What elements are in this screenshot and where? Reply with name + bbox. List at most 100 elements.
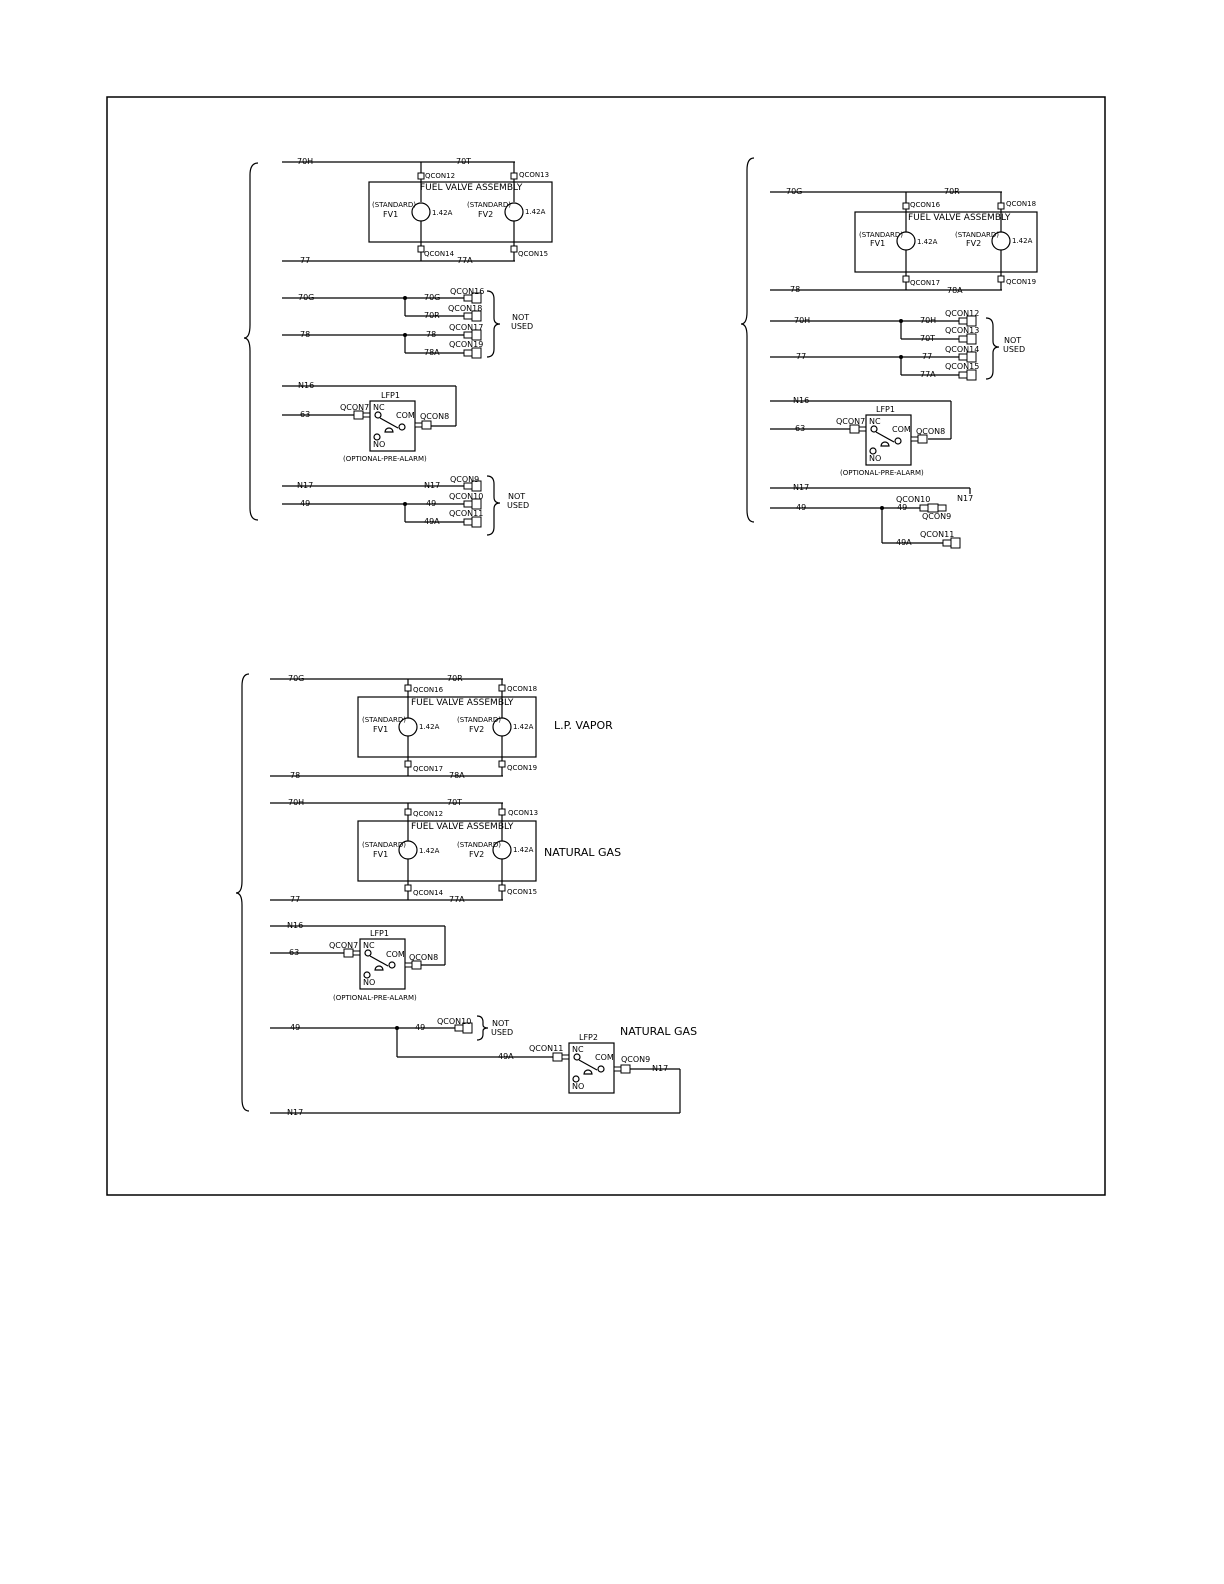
qcon13-label-b: QCON13 [945, 326, 979, 335]
fv2-standard-label-c: (STANDARD) [457, 716, 501, 724]
fv2-amp-label-d: 1.42A [513, 846, 534, 854]
wire-label-n16-c: N16 [287, 921, 303, 930]
not-used-label-1: NOT [512, 313, 529, 322]
wire-label-70h-c: 70H [920, 316, 936, 325]
wire-label-49-b: 49 [426, 499, 436, 508]
panel-top-right: 70G 70R QCON16 QCON18 FUEL VALVE ASSEMBL… [740, 157, 1038, 549]
natural-gas-label-2: NATURAL GAS [620, 1025, 697, 1038]
fv1-label: FV1 [383, 210, 398, 219]
lfp1-com-label-b: COM [892, 425, 911, 434]
qcon15-label-c: QCON15 [507, 888, 537, 896]
wire-label-77a-b: 77A [920, 370, 936, 379]
wire-label-n17-b: N17 [424, 481, 440, 490]
lfp1-label-c: LFP1 [370, 929, 389, 938]
qcon15-label-b: QCON15 [945, 362, 979, 371]
qcon11-label-c: QCON11 [529, 1044, 563, 1053]
wire-label-77a: 77A [457, 256, 473, 265]
fva-label-b: FUEL VALVE ASSEMBLY [908, 213, 1011, 223]
qcon9-label: QCON9 [450, 475, 479, 484]
wire-label-49-e: 49 [290, 1023, 300, 1032]
qcon7-label: QCON7 [340, 403, 369, 412]
not-used-label-3: NOT [508, 492, 525, 501]
qcon17-label-c: QCON17 [413, 765, 443, 773]
qcon8-label-c: QCON8 [409, 953, 438, 962]
lfp1-label: LFP1 [381, 391, 400, 400]
wire-label-49a-b: 49A [896, 538, 912, 547]
qcon18-label-b: QCON18 [1006, 200, 1036, 208]
qcon10-label-c: QCON10 [437, 1017, 471, 1026]
wire-label-n16: N16 [298, 381, 314, 390]
fv1-amp-label-c: 1.42A [419, 723, 440, 731]
wire-label-70t-b: 70T [920, 334, 935, 343]
fv1-standard-label: (STANDARD) [372, 201, 416, 209]
wire-label-n17-a: N17 [297, 481, 313, 490]
not-used-label-8: USED [491, 1028, 513, 1037]
prealarm-label-b: (OPTIONAL-PRE-ALARM) [840, 469, 924, 477]
not-used-label-5: NOT [1004, 336, 1021, 345]
qcon16-label-c: QCON16 [413, 686, 444, 694]
wire-label-78-d: 78 [290, 771, 300, 780]
wire-label-70r-c: 70R [447, 674, 463, 683]
fv2-standard-label-d: (STANDARD) [457, 841, 501, 849]
wire-label-n17-f: N17 [287, 1108, 303, 1117]
wire-label-n17-e: N17 [652, 1064, 668, 1073]
wire-label-63-c: 63 [289, 948, 299, 957]
lfp2-no-label: NO [572, 1082, 584, 1091]
qcon9-label-b: QCON9 [922, 512, 951, 521]
wire-label-49-d: 49 [897, 503, 907, 512]
fv1-label-d: FV1 [373, 850, 388, 859]
wire-label-70r-b: 70R [944, 187, 960, 196]
qcon17-label-b: QCON17 [910, 279, 940, 287]
wire-label-78a: 78A [424, 348, 440, 357]
wire-label-70h-d: 70H [288, 798, 304, 807]
fva-label-d: FUEL VALVE ASSEMBLY [411, 822, 514, 832]
lfp1-label-b: LFP1 [876, 405, 895, 414]
wire-label-49-a: 49 [300, 499, 310, 508]
wire-label-63-b: 63 [795, 424, 805, 433]
lfp1-no-label: NO [373, 440, 385, 449]
qcon19-label-b: QCON19 [1006, 278, 1036, 286]
wire-label-78-a: 78 [300, 330, 310, 339]
prealarm-label: (OPTIONAL-PRE-ALARM) [343, 455, 427, 463]
qcon17-label: QCON17 [449, 323, 483, 332]
fv1-amp-label: 1.42A [432, 209, 453, 217]
wire-label-70h-b: 70H [794, 316, 810, 325]
not-used-label-4: USED [507, 501, 529, 510]
wire-label-n17-d: N17 [957, 494, 973, 503]
qcon15-label: QCON15 [518, 250, 548, 258]
fva-label: FUEL VALVE ASSEMBLY [420, 183, 523, 193]
wire-label-77-b: 77 [796, 352, 806, 361]
lfp1-nc-label-b: NC [869, 417, 881, 426]
fv2-amp-label-c: 1.42A [513, 723, 534, 731]
fv2-label-b: FV2 [966, 239, 981, 248]
wire-label-70h: 70H [297, 157, 313, 166]
not-used-label-2: USED [511, 322, 533, 331]
lfp1-nc-label-c: NC [363, 941, 375, 950]
qcon11-label-b: QCON11 [920, 530, 954, 539]
panel-top-left: 70H 70T QCON12 QCON13 FUEL VALVE ASSEMBL… [243, 157, 553, 536]
wire-label-70t-c: 70T [447, 798, 462, 807]
qcon8-label: QCON8 [420, 412, 449, 421]
connector-qcon12 [417, 172, 425, 180]
wire-label-77-c: 77 [922, 352, 932, 361]
qcon19-label-c: QCON19 [507, 764, 537, 772]
qcon10-label-b: QCON10 [896, 495, 930, 504]
wire-label-78-c: 78 [790, 285, 800, 294]
fuel-valve-assembly-box [368, 181, 553, 243]
wire-label-70g-d: 70G [288, 674, 304, 683]
qcon16-label-b: QCON16 [910, 201, 941, 209]
wire-label-n17-c: N17 [793, 483, 809, 492]
lfp1-com-label: COM [396, 411, 415, 420]
connector-qcon15 [510, 245, 518, 253]
qcon11-label: QCON11 [449, 509, 483, 518]
wire-label-78-b: 78 [426, 330, 436, 339]
fv2-standard-label: (STANDARD) [467, 201, 511, 209]
fv1-amp-label-d: 1.42A [419, 847, 440, 855]
fv1-standard-label-b: (STANDARD) [859, 231, 903, 239]
lfp1-nc-label: NC [373, 403, 385, 412]
wire-label-n16-b: N16 [793, 396, 809, 405]
wire-label-70t: 70T [456, 157, 471, 166]
fv2-amp-label-b: 1.42A [1012, 237, 1033, 245]
wire-label-63: 63 [300, 410, 310, 419]
fuel-valve-assembly-box-ng [357, 820, 537, 882]
